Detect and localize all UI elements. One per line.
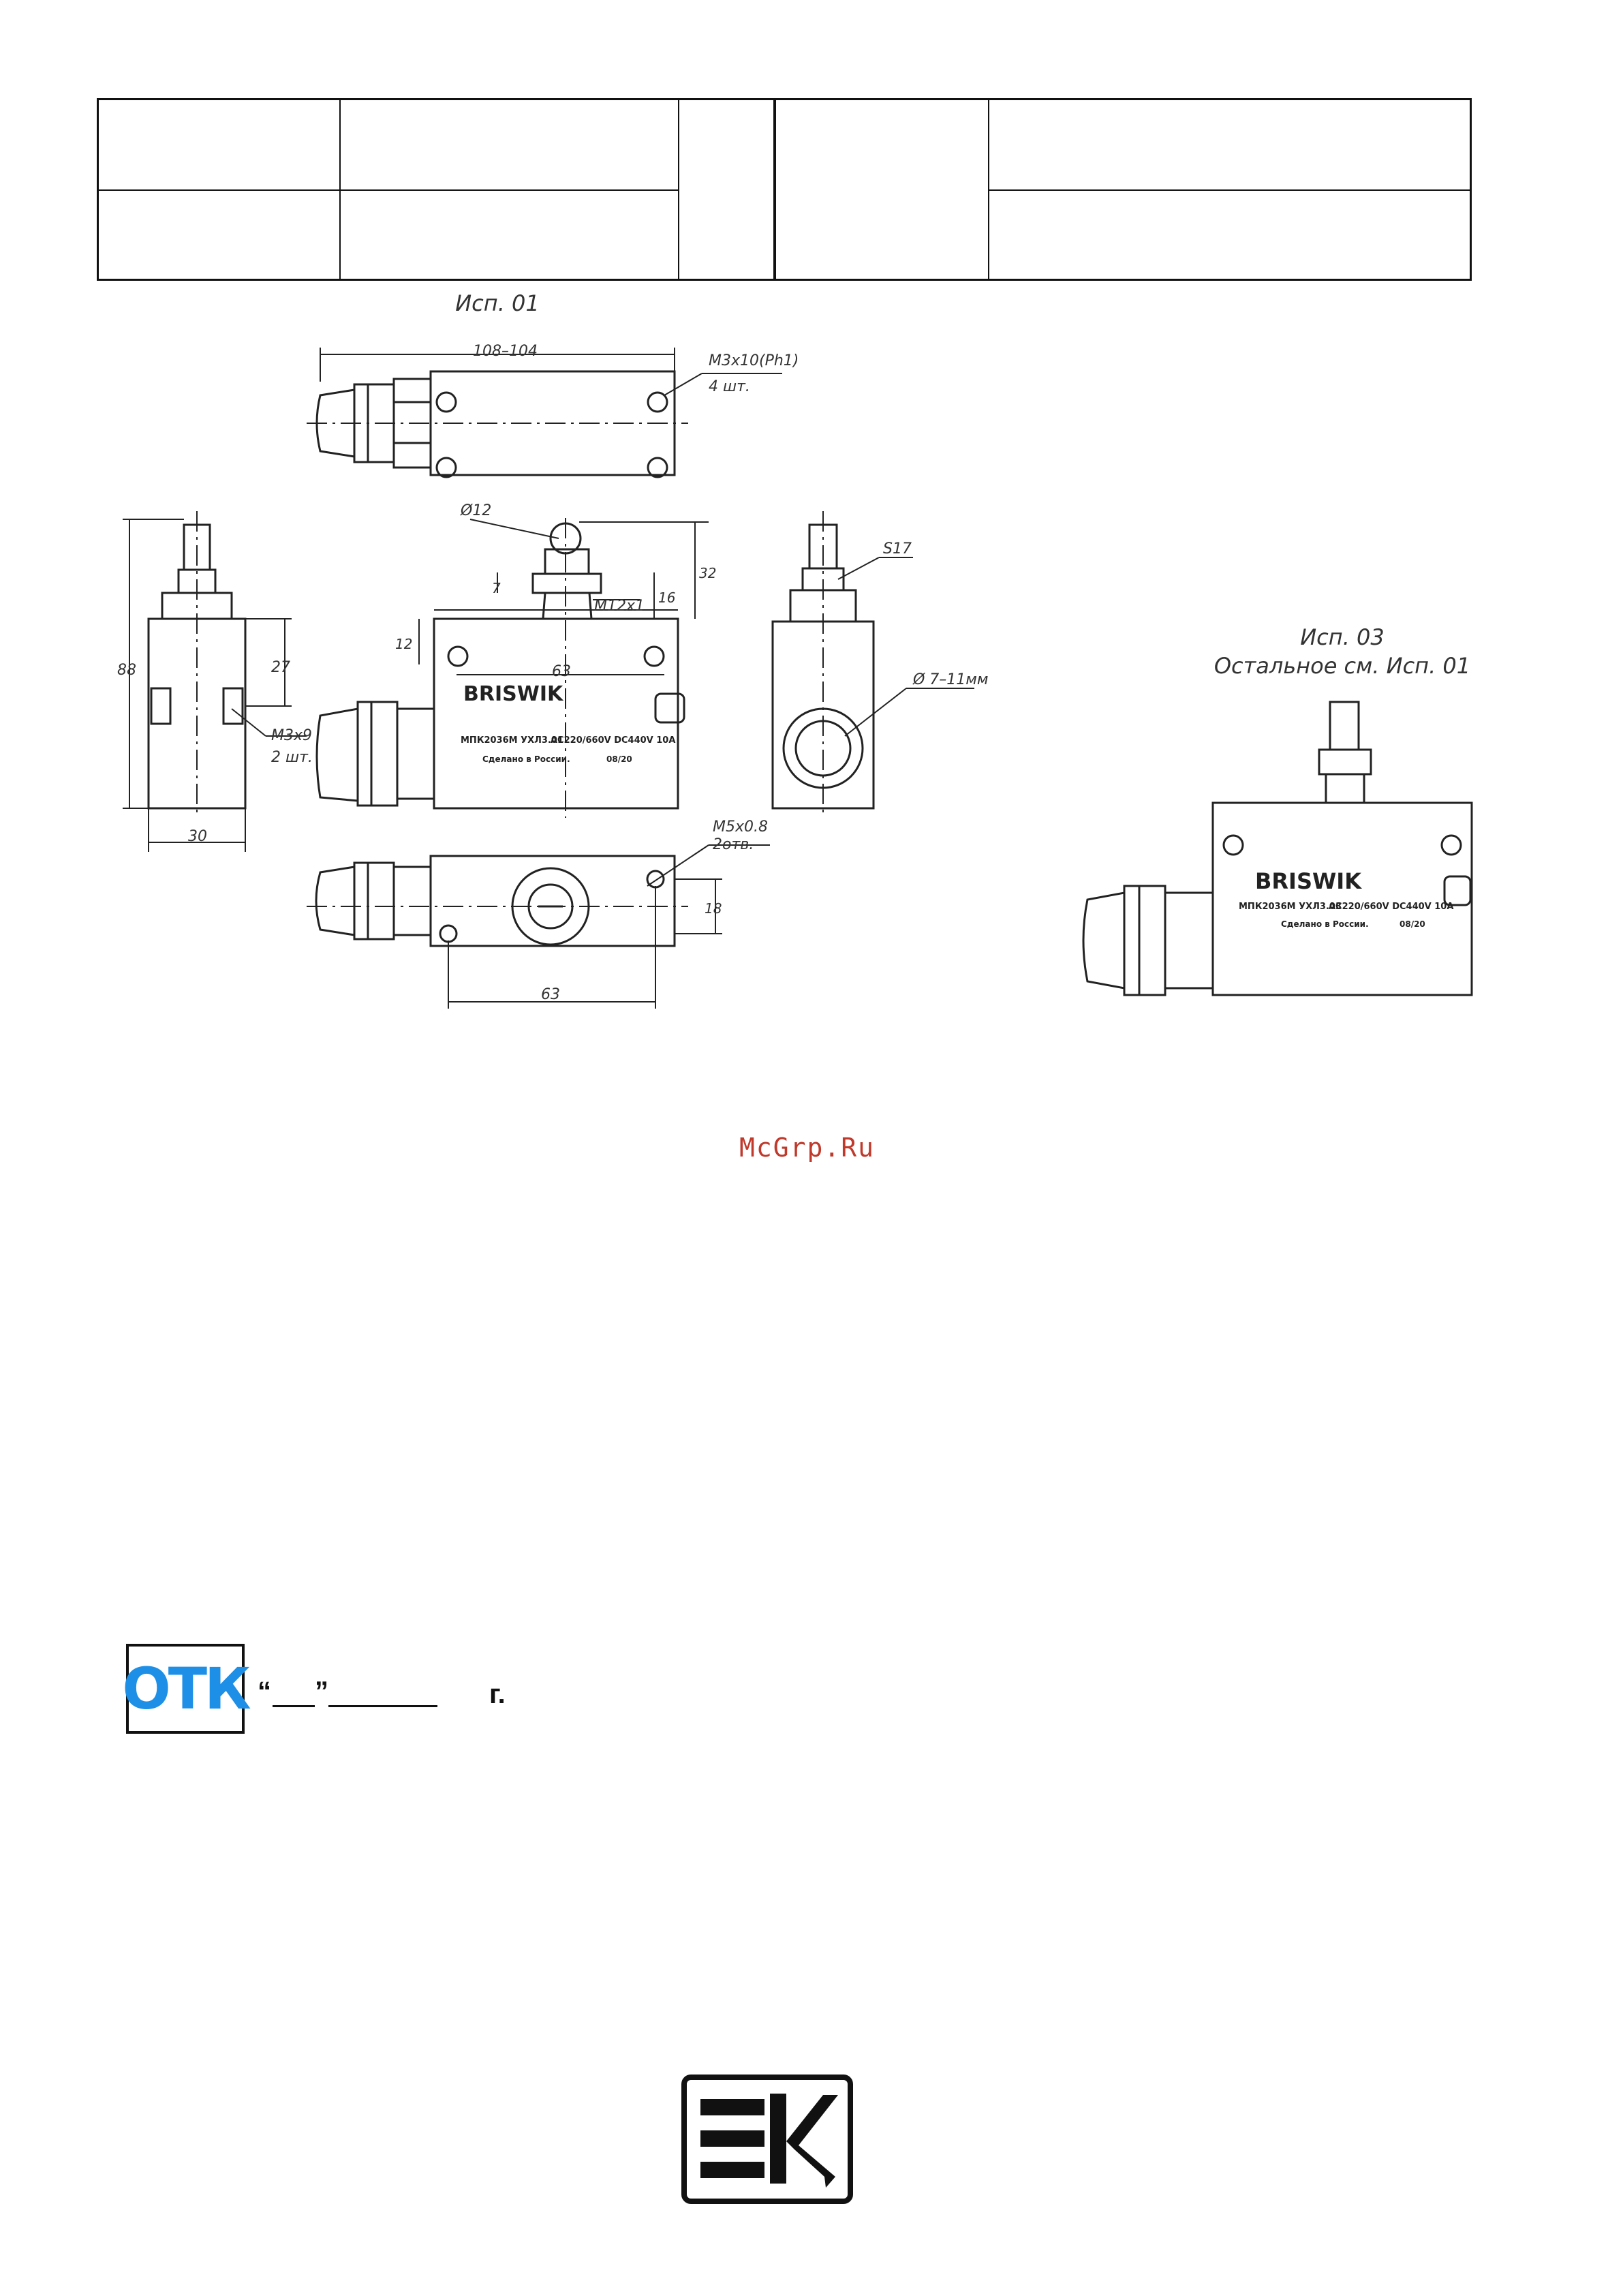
dim-63-bottom: 63	[541, 986, 560, 1003]
table-cell	[341, 191, 679, 281]
technical-drawing: BRISWIK МПК2036М УХЛ3.01 AC220/660V DC44…	[117, 343, 1473, 1009]
label-line-2a: Сделано в России.	[482, 754, 570, 764]
dim-27: 27	[271, 659, 290, 676]
dim-cable-diameter: Ø 7–11мм	[912, 671, 989, 688]
dim-16: 16	[658, 590, 675, 606]
device-label-alt: BRISWIK МПК2036М УХЛ3.03 AC220/660V DC44…	[1239, 868, 1453, 929]
top-view	[307, 348, 782, 478]
dim-32: 32	[699, 565, 716, 581]
ek-logo-icon	[681, 2075, 853, 2204]
dim-7: 7	[492, 580, 501, 596]
label-line-2b: 08/20	[606, 754, 632, 764]
month-blank	[328, 1705, 437, 1707]
dim-thread: M12x1	[594, 598, 645, 615]
table-cell	[341, 100, 679, 191]
caption-alt-1: Исп. 03	[1300, 624, 1385, 650]
alt-version-view	[1082, 701, 1473, 996]
table-cell	[776, 100, 989, 281]
dim-18: 18	[705, 900, 722, 917]
caption-main: Исп. 01	[455, 290, 540, 316]
otk-date-line: “ ” г.	[253, 1677, 526, 1717]
dim-88: 88	[117, 662, 136, 679]
dim-side-screw: M3x9	[271, 727, 312, 744]
dim-top-screw: M3x10(Ph1)	[709, 352, 799, 369]
caption-alt-2: Остальное см. Исп. 01	[1214, 653, 1471, 679]
dim-wrench: S17	[883, 540, 912, 557]
brand-text: BRISWIK	[463, 682, 564, 706]
label-line-1b: AC220/660V DC440V 10A	[551, 735, 675, 746]
dim-12: 12	[395, 636, 412, 652]
otk-stamp: ОТК	[122, 1644, 251, 1734]
side-view-left	[123, 511, 307, 852]
side-view-right	[771, 511, 974, 818]
day-blank	[273, 1705, 315, 1707]
table-cell	[99, 191, 341, 281]
bottom-view	[307, 844, 770, 1009]
alt-label-line-2a: Сделано в России.	[1281, 919, 1369, 929]
dim-top-screw-qty: 4 шт.	[709, 378, 750, 395]
dim-bottom-hole-qty: 2отв.	[713, 836, 754, 853]
table-cell	[99, 100, 341, 191]
dim-30: 30	[188, 828, 207, 845]
header-table-right	[774, 98, 1472, 281]
label-line-1a: МПК2036М УХЛ3.01	[461, 735, 563, 746]
year-suffix: г.	[489, 1679, 506, 1709]
brand-text-alt: BRISWIK	[1255, 868, 1362, 894]
dim-diameter-12: Ø12	[460, 502, 491, 519]
device-label: BRISWIK МПК2036М УХЛ3.01 AC220/660V DC44…	[461, 682, 675, 764]
dim-top-length: 108–104	[473, 343, 538, 360]
dim-63-front: 63	[552, 663, 571, 680]
dim-side-screw-qty: 2 шт.	[271, 749, 313, 766]
alt-label-line-1b: AC220/660V DC440V 10A	[1329, 902, 1453, 912]
watermark: McGrp.Ru	[739, 1133, 876, 1163]
dimension-labels: 108–104 M3x10(Ph1) 4 шт. Ø12 7 16 32 M12…	[117, 343, 989, 1003]
table-cell	[989, 100, 1472, 191]
open-quote: “	[258, 1677, 271, 1706]
front-view	[315, 518, 709, 818]
close-quote: ”	[315, 1677, 328, 1706]
alt-label-line-2b: 08/20	[1400, 919, 1425, 929]
alt-label-line-1a: МПК2036М УХЛ3.03	[1239, 902, 1342, 912]
dim-bottom-hole: M5x0.8	[713, 818, 768, 836]
